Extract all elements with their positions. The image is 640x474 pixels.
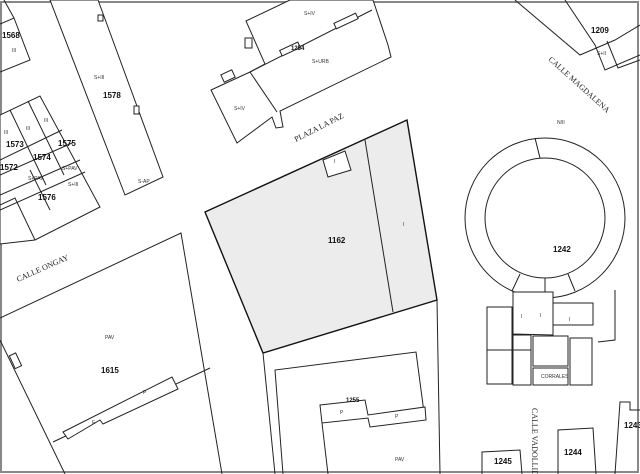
label-iii-2: III [44,118,48,124]
label-1244: 1244 [564,448,582,457]
label-s-iv-2: S+IV [234,106,246,112]
label-i-3: I [521,314,522,320]
label-1245: 1245 [494,457,512,466]
label-1574: 1574 [33,153,51,162]
label-i: I [334,159,335,165]
label-1242: 1242 [553,245,571,254]
label-iii: III [12,48,16,54]
label-iii-4: III [4,130,8,136]
label-pav: PAV [105,335,115,341]
label-1162: 1162 [328,236,346,245]
label-1575: 1575 [58,139,76,148]
street-calle-ongay: CALLE ONGAY [15,253,70,284]
label-i-5: I [569,317,570,323]
parcels-bottom [481,401,640,474]
parcel-1615 [0,232,223,474]
label-1576: 1576 [38,193,56,202]
label-1243: 1243 [624,421,640,430]
label-s-ap: S-AP [138,179,150,185]
label-iii-3: III [26,126,30,132]
label-s-iv: S+IV [304,11,316,17]
label-p-3: P [143,390,147,396]
label-n-ii: N/II [557,120,565,126]
label-1209: 1209 [591,26,609,35]
label-s-iii: S+III [94,75,104,81]
parcel-1162[interactable] [204,118,438,354]
label-1254: 1254 [291,46,305,52]
label-1615: 1615 [101,366,119,375]
parcel-1209 [514,0,640,71]
label-p: P [340,410,344,416]
label-s-ii: S+II [597,51,606,57]
label-s-pav-2: S+PAV [28,176,44,182]
label-e: E [92,420,96,426]
label-corrales: CORRALES [541,374,569,380]
parcels-left-cluster [0,0,101,245]
label-1255: 1255 [346,398,360,404]
label-s-urb: S+URB [312,59,329,65]
label-s-pav: S+PAV [62,166,78,172]
label-i-4: I [540,313,541,319]
corrales-block [486,290,616,386]
label-1568: 1568 [2,31,20,40]
label-pav-2: PAV [395,457,405,463]
label-i-2: I [403,222,404,228]
label-1572: 1572 [0,163,18,172]
label-s-iii-2: S+III [68,182,78,188]
parcel-lower-middle [262,299,441,474]
label-1578: 1578 [103,91,121,100]
building-north [210,0,392,144]
label-1573: 1573 [6,140,24,149]
street-calle-vadollid: CALLE VADOLLID [530,408,539,474]
bullring-1242 [464,137,626,299]
parcel-1578 [49,0,164,196]
street-plaza-la-paz: PLAZA LA PAZ [293,111,345,144]
label-p-2: P [395,414,399,420]
